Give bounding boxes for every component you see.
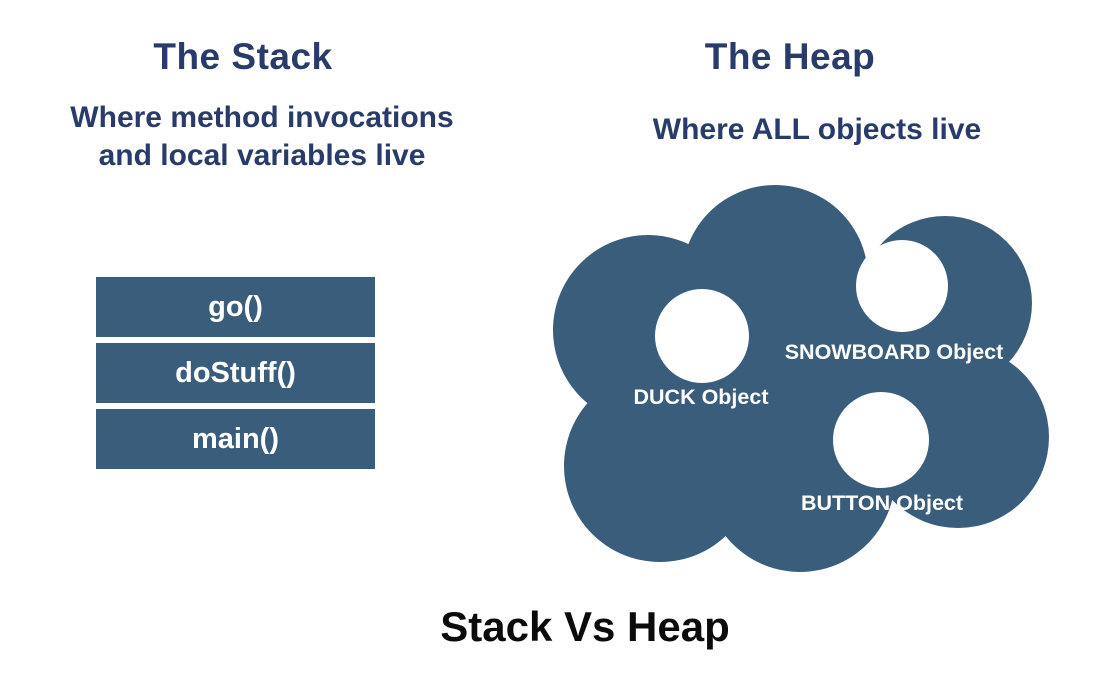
snowboard-object-label: SNOWBOARD Object xyxy=(785,340,1004,364)
diagram-caption: Stack Vs Heap xyxy=(440,603,730,650)
stack-subtitle-line1: Where method invocations xyxy=(70,101,454,134)
heap-cloud: DUCK Object SNOWBOARD Object BUTTON Obje… xyxy=(553,185,1049,572)
heap-subtitle: Where ALL objects live xyxy=(652,113,982,146)
stack-frame-go: go() xyxy=(96,277,375,337)
stack-subtitle: Where method invocations and local varia… xyxy=(62,99,462,175)
heap-object-labels: DUCK Object SNOWBOARD Object BUTTON Obje… xyxy=(634,340,1004,515)
duck-object-label: DUCK Object xyxy=(634,385,769,409)
stack-frame-dostuff: doStuff() xyxy=(96,343,375,403)
snowboard-object-hole xyxy=(856,240,948,332)
cloud-lobes xyxy=(553,185,1049,572)
heap-title: The Heap xyxy=(704,36,876,77)
stack-frame-main: main() xyxy=(96,409,375,469)
cloud-lobe-right xyxy=(867,346,1049,528)
stack-frames: go() doStuff() main() xyxy=(96,277,375,475)
button-object-hole xyxy=(833,392,929,488)
duck-object-hole xyxy=(655,289,749,383)
heap-object-holes xyxy=(655,240,948,488)
stack-subtitle-line2: and local variables live xyxy=(98,139,426,172)
stack-title: The Stack xyxy=(153,36,333,77)
button-object-label: BUTTON Object xyxy=(801,491,963,515)
